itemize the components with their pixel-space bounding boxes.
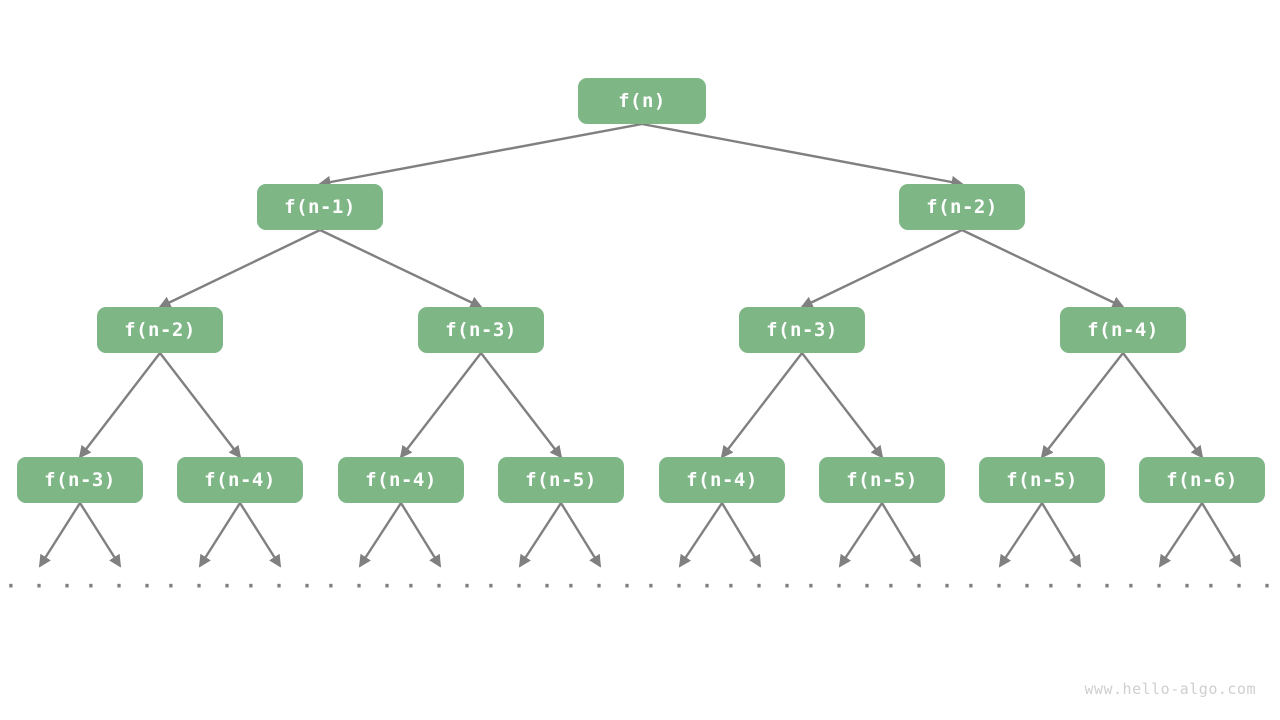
ellipsis-marker: · · · xyxy=(884,574,956,598)
tree-node: f(n) xyxy=(578,78,706,124)
tree-edge xyxy=(480,352,563,459)
watermark: www.hello-algo.com xyxy=(1084,680,1256,698)
ellipsis-marker: · · · xyxy=(84,574,156,598)
ellipsis-marker: · · · xyxy=(804,574,876,598)
ellipsis-marker: · · · xyxy=(724,574,796,598)
tree-edge xyxy=(838,502,883,568)
ellipsis-marker: · · · xyxy=(484,574,556,598)
tree-edge xyxy=(998,502,1043,568)
tree-node: f(n-3) xyxy=(418,307,544,353)
ellipsis-marker: · · · xyxy=(1124,574,1196,598)
tree-edge xyxy=(641,122,964,189)
ellipsis-marker: · · · xyxy=(1204,574,1276,598)
tree-edge xyxy=(800,228,963,309)
ellipsis-marker: · · · xyxy=(164,574,236,598)
ellipsis-marker: · · · xyxy=(4,574,76,598)
ellipsis-marker: · · · xyxy=(644,574,716,598)
ellipsis-marker: · · · xyxy=(324,574,396,598)
tree-node: f(n-5) xyxy=(819,457,945,503)
tree-edge xyxy=(961,228,1125,309)
tree-edge xyxy=(518,502,563,568)
tree-node: f(n-3) xyxy=(739,307,865,353)
ellipsis-marker: · · · xyxy=(244,574,316,598)
tree-edge xyxy=(38,502,82,568)
tree-edge xyxy=(678,502,723,568)
tree-node: f(n-6) xyxy=(1139,457,1265,503)
ellipsis-marker: · · · xyxy=(964,574,1036,598)
tree-edge xyxy=(78,352,161,459)
tree-edge xyxy=(720,502,762,568)
tree-node: f(n-3) xyxy=(17,457,143,503)
tree-edge xyxy=(238,502,282,568)
tree-node: f(n-2) xyxy=(899,184,1025,230)
tree-edge xyxy=(1200,502,1242,568)
tree-node: f(n-5) xyxy=(979,457,1105,503)
tree-edge xyxy=(318,122,643,189)
tree-node: f(n-4) xyxy=(1060,307,1186,353)
tree-edge xyxy=(158,228,321,309)
tree-node: f(n-5) xyxy=(498,457,624,503)
tree-edge xyxy=(399,502,442,568)
ellipsis-marker: · · · xyxy=(404,574,476,598)
tree-node: f(n-4) xyxy=(177,457,303,503)
tree-edge xyxy=(358,502,403,568)
tree-edge xyxy=(880,502,922,568)
tree-edges xyxy=(38,122,1242,568)
tree-edge xyxy=(1122,352,1204,459)
ellipsis-marker: · · · xyxy=(564,574,636,598)
tree-edge xyxy=(1040,352,1124,459)
tree-edge xyxy=(159,352,242,459)
tree-edge xyxy=(198,502,242,568)
tree-edge xyxy=(801,352,884,459)
tree-edge xyxy=(399,352,482,459)
tree-edge xyxy=(1158,502,1203,568)
tree-edge xyxy=(1040,502,1082,568)
tree-edge xyxy=(78,502,122,568)
tree-node: f(n-1) xyxy=(257,184,383,230)
tree-edge xyxy=(319,228,483,309)
tree-node: f(n-2) xyxy=(97,307,223,353)
ellipsis-marker: · · · xyxy=(1044,574,1116,598)
tree-edge xyxy=(559,502,602,568)
tree-node: f(n-4) xyxy=(338,457,464,503)
tree-edge xyxy=(720,352,803,459)
tree-node: f(n-4) xyxy=(659,457,785,503)
